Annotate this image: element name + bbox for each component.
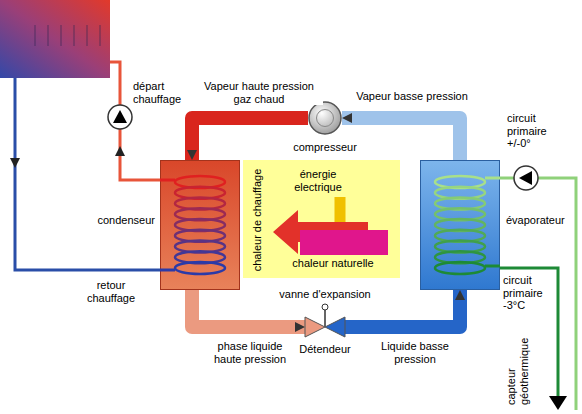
supply-pipe (110, 62, 160, 180)
node-label: condenseur (98, 214, 156, 227)
coil-lead (485, 265, 500, 268)
node-label: chaleur de chauffage (251, 169, 264, 272)
valve-half (325, 317, 345, 337)
radiator-fin (100, 25, 101, 46)
pipe-label: Vapeur haute pression gaz chaud (195, 80, 323, 105)
circuit-label: capteur géothermique (505, 331, 530, 405)
expansion-valve: vanne d'expansionDétendeur (305, 317, 345, 337)
flow-arrow (10, 158, 20, 168)
circuit-label: départ chauffage (133, 80, 193, 105)
pump (514, 166, 538, 190)
radiator-fin (35, 25, 36, 46)
flow-arrow (115, 146, 125, 156)
pipe-label: Liquide basse pression (370, 340, 460, 365)
radiator (0, 0, 110, 78)
compressor: compresseur (308, 101, 342, 135)
circuit-label: retour chauffage (80, 279, 142, 304)
node-label: évaporateur (506, 214, 565, 227)
exchanger-body (421, 161, 500, 290)
circuit-label: circuit primaire -3°C (503, 274, 553, 312)
arrowhead (455, 290, 465, 300)
compressor-body (309, 102, 341, 134)
compressor-outline (308, 101, 342, 135)
evaporator-box-outline (420, 160, 500, 290)
coil-lead (485, 177, 500, 180)
natural-heat-bar (300, 230, 388, 255)
exchanger-body (161, 161, 240, 290)
coil-winding (175, 262, 225, 274)
pump-symbol (113, 110, 127, 123)
arrowhead (342, 113, 352, 123)
pipe-label: phase liquide haute pression (205, 340, 295, 365)
coil-lead (160, 179, 175, 182)
node-label: énergie electrique (278, 168, 358, 193)
compressor-core (317, 110, 334, 127)
expansion-valve-outline (305, 317, 345, 337)
condenser-box: condenseur (160, 160, 240, 290)
node-label: compresseur (293, 141, 357, 154)
condenser-box-outline (160, 160, 240, 290)
radiator-fin (61, 25, 62, 46)
pipe-line (342, 118, 460, 160)
radiator-fin (74, 25, 75, 46)
circuit-label: circuit primaire +/-0° (507, 112, 567, 150)
valve-half (305, 317, 325, 337)
coil-lead (160, 269, 175, 272)
coil-winding (435, 262, 485, 274)
refrigerant-pipe (187, 118, 308, 160)
primary-pipe-out (500, 178, 576, 410)
node-label: Détendeur (299, 343, 350, 356)
radiator-fin (87, 25, 88, 46)
flow-arrow (549, 396, 567, 410)
arrowhead (187, 150, 197, 160)
energy-box: énergie electrique chaleur de chauffage ch… (243, 160, 400, 278)
valve-knob (322, 304, 328, 310)
energy-panel (243, 160, 400, 278)
valve-stem (324, 310, 326, 327)
pipe-line (192, 118, 308, 160)
refrigerant-pipe (342, 113, 460, 160)
radiator-fins (35, 25, 100, 46)
evaporator-box: évaporateur (420, 160, 500, 290)
arrowhead (295, 322, 305, 332)
node-label: chaleur naturelle (278, 257, 388, 270)
pump-symbol (519, 171, 532, 185)
node-label: vanne d'expansion (279, 288, 370, 301)
pump (108, 105, 132, 129)
radiator-fin (48, 25, 49, 46)
return-pipe (15, 78, 160, 270)
pipe-label: Vapeur basse pression (347, 90, 477, 103)
